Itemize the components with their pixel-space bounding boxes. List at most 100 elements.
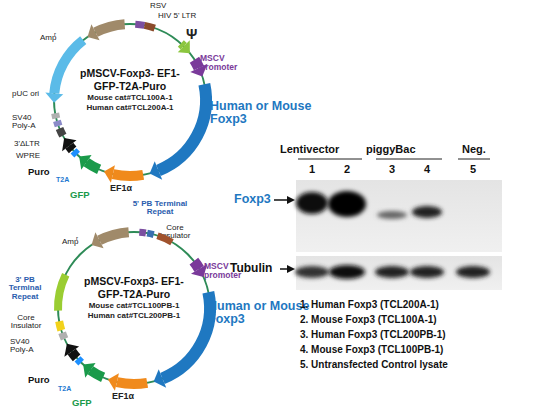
feature-label: Puro <box>28 167 50 177</box>
arrow-head <box>62 138 76 151</box>
plasmid-backbone <box>54 24 206 176</box>
blot-panel <box>296 180 502 252</box>
lane-number: 5 <box>466 164 480 176</box>
group-underline <box>376 159 442 160</box>
arrow-head <box>104 165 115 183</box>
plasmid-feature <box>69 146 72 150</box>
plasmid-feature <box>194 261 199 269</box>
terminal-repeat-label: 5' PB Terminal Repeat <box>122 200 198 217</box>
lane-key: 5. Untransfected Control lysate <box>300 360 448 371</box>
feature-label: HIV 5' LTR <box>158 12 196 20</box>
feature-label: pUC ori <box>12 90 39 98</box>
plasmid-center: pMSCV-Foxp3- EF1-GFP-T2A-PuroMouse cat#T… <box>50 10 210 170</box>
arrow-head <box>190 64 207 77</box>
plasmid-map: pMSCV-Foxp3- EF1-GFP-T2A-PuroMouse cat#T… <box>50 20 210 180</box>
arrow-head <box>108 373 119 391</box>
arrow-head <box>83 363 95 378</box>
plasmid-feature <box>135 24 144 25</box>
band-label: Foxp3 <box>234 193 271 206</box>
lane-key: 1. Human Foxp3 (TCL200A-1) <box>300 300 439 311</box>
plasmid-feature <box>60 128 63 135</box>
protein-band <box>328 191 366 217</box>
plasmid-feature <box>59 321 61 330</box>
group-underline <box>458 159 490 160</box>
feature-label: EF1α <box>112 392 134 401</box>
plasmid-map: pMSCV-Foxp3- EF1-GFP-T2A-PuroMouse cat#T… <box>54 228 214 388</box>
plasmid-feature <box>90 370 103 377</box>
protein-band <box>377 211 407 219</box>
terminal-repeat-label: 3' PB Terminal Repeat <box>2 276 48 301</box>
group-header: Lentivector <box>280 144 339 156</box>
feature-label: RSV <box>150 2 166 10</box>
plasmid-feature <box>147 233 153 234</box>
plasmid-backbone <box>58 232 210 384</box>
plasmid-feature <box>72 352 77 358</box>
catalog-number: Human cat#TCL200PB-1 <box>88 311 180 321</box>
lane-key: 3. Human Foxp3 (TCL200PB-1) <box>300 330 446 341</box>
catalog-number: Mouse cat#TCL100PB-1 <box>89 301 180 311</box>
plasmid-feature <box>54 40 83 93</box>
plasmid-feature <box>74 151 78 155</box>
group-header: piggyBac <box>366 144 416 156</box>
lane-number: 1 <box>305 164 319 176</box>
blot-panel <box>296 256 502 290</box>
feature-label: Core Insulator <box>2 314 50 331</box>
superscript: r <box>76 235 78 241</box>
plasmid-feature <box>145 25 155 28</box>
feature-label: Amp <box>40 34 56 42</box>
insert-label: Human or Mouse Foxp3 <box>210 100 314 126</box>
plasmid-feature <box>181 44 184 47</box>
insert-label: Human or Mouse Foxp3 <box>208 300 312 326</box>
superscript: r <box>54 31 56 37</box>
plasmid-feature <box>78 359 82 363</box>
feature-label: T2A <box>56 176 69 183</box>
protein-band <box>296 192 328 214</box>
plasmid-feature <box>86 162 99 169</box>
band-label: Tubulin <box>230 262 272 275</box>
plasmid-feature <box>117 382 147 384</box>
feature-label: WPRE <box>16 152 40 160</box>
feature-label: SV40 Poly-A <box>12 114 46 131</box>
plasmid-feature <box>139 229 146 237</box>
arrow-head <box>287 196 295 204</box>
plasmid-feature <box>99 232 128 240</box>
arrow-head <box>88 24 100 40</box>
group-underline <box>298 159 362 160</box>
protein-band <box>295 266 329 278</box>
arrow-head <box>45 93 63 103</box>
plasmid-feature <box>57 121 59 126</box>
arrow-head <box>191 264 207 277</box>
lane-number: 2 <box>340 164 354 176</box>
plasmid-feature <box>113 174 143 176</box>
plasmid-feature <box>55 113 56 118</box>
feature-label: EF1α <box>110 184 132 193</box>
feature-label: GFP <box>70 190 90 200</box>
arrow-head <box>92 232 104 248</box>
protein-band <box>410 266 444 278</box>
plasmid-feature <box>95 24 124 32</box>
plasmid-center: pMSCV-Foxp3- EF1-GFP-T2A-PuroMouse cat#T… <box>54 218 214 378</box>
group-header: Neg. <box>462 144 486 156</box>
feature-label: Puro <box>28 375 50 385</box>
feature-label: T2A <box>58 385 71 392</box>
arrow-head <box>150 161 163 180</box>
arrow-head <box>154 369 167 388</box>
lane-number: 3 <box>385 164 399 176</box>
feature-label: GFP <box>72 398 92 408</box>
feature-label: Ψ <box>186 27 197 42</box>
plasmid-feature <box>194 60 198 68</box>
lane-key: 4. Mouse Foxp3 (TCL100PB-1) <box>300 345 443 356</box>
feature-label: 3'ΔLTR <box>14 140 40 148</box>
feature-label: SV40 Poly-A <box>10 338 44 355</box>
promoter-label: MSCV promoter <box>200 54 250 72</box>
plasmid-feature <box>157 236 172 242</box>
plasmid-feature <box>58 275 66 311</box>
arrow-head <box>287 265 295 273</box>
lane-key: 2. Mouse Foxp3 (TCL100A-1) <box>300 315 437 326</box>
feature-label: Amp <box>62 238 78 246</box>
protein-band <box>329 265 365 279</box>
catalog-number: Mouse cat#TCL100A-1 <box>87 93 172 103</box>
protein-band <box>456 266 490 278</box>
